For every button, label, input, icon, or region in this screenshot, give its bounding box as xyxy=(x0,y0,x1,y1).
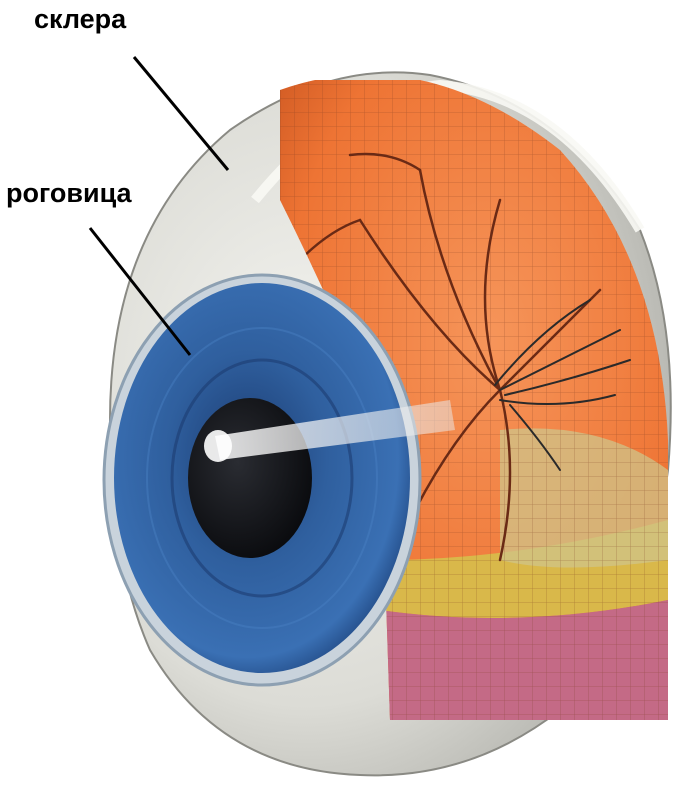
sclera-label: склера xyxy=(34,6,126,33)
pupil xyxy=(188,398,312,558)
cornea-label: роговица xyxy=(6,180,132,207)
sclera-pointer-line xyxy=(134,57,228,170)
